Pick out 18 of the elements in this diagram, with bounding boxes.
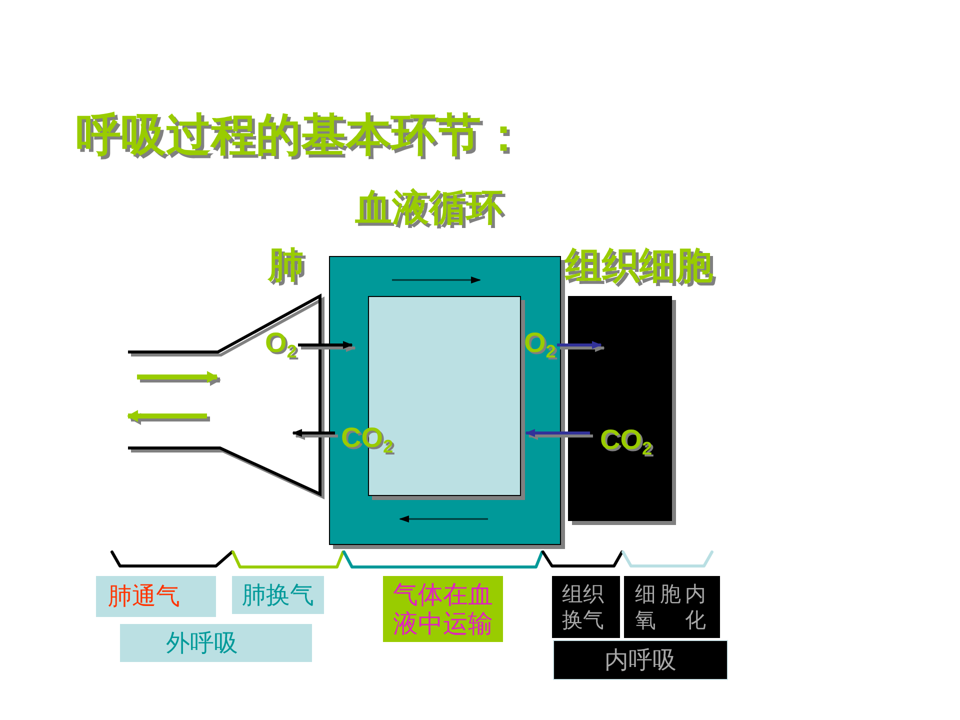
title: 呼吸过程的基本环节： bbox=[76, 110, 526, 160]
heading: 组织细胞 bbox=[565, 246, 713, 287]
term-box: 组织换气 bbox=[552, 576, 620, 638]
term-box: 内呼吸 bbox=[553, 640, 728, 680]
arrow bbox=[292, 429, 335, 437]
term-box: 外呼吸 bbox=[120, 624, 312, 662]
arrow bbox=[298, 341, 353, 349]
term-box: 肺通气 bbox=[96, 576, 216, 617]
heading: 肺 bbox=[268, 246, 304, 286]
heading: 血液循环 bbox=[355, 188, 503, 229]
arrow bbox=[557, 341, 602, 349]
edge-label: O$_{2}$ bbox=[524, 329, 556, 357]
term-box: 肺换气 bbox=[232, 576, 324, 614]
arrow bbox=[525, 429, 590, 437]
term-box: 细胞内氧化 bbox=[624, 576, 720, 638]
edge-label: O$_{2}$ bbox=[265, 329, 297, 357]
edge-label: CO$_{2}$ bbox=[600, 426, 652, 454]
term-box: 气体在血液中运输 bbox=[383, 576, 503, 642]
